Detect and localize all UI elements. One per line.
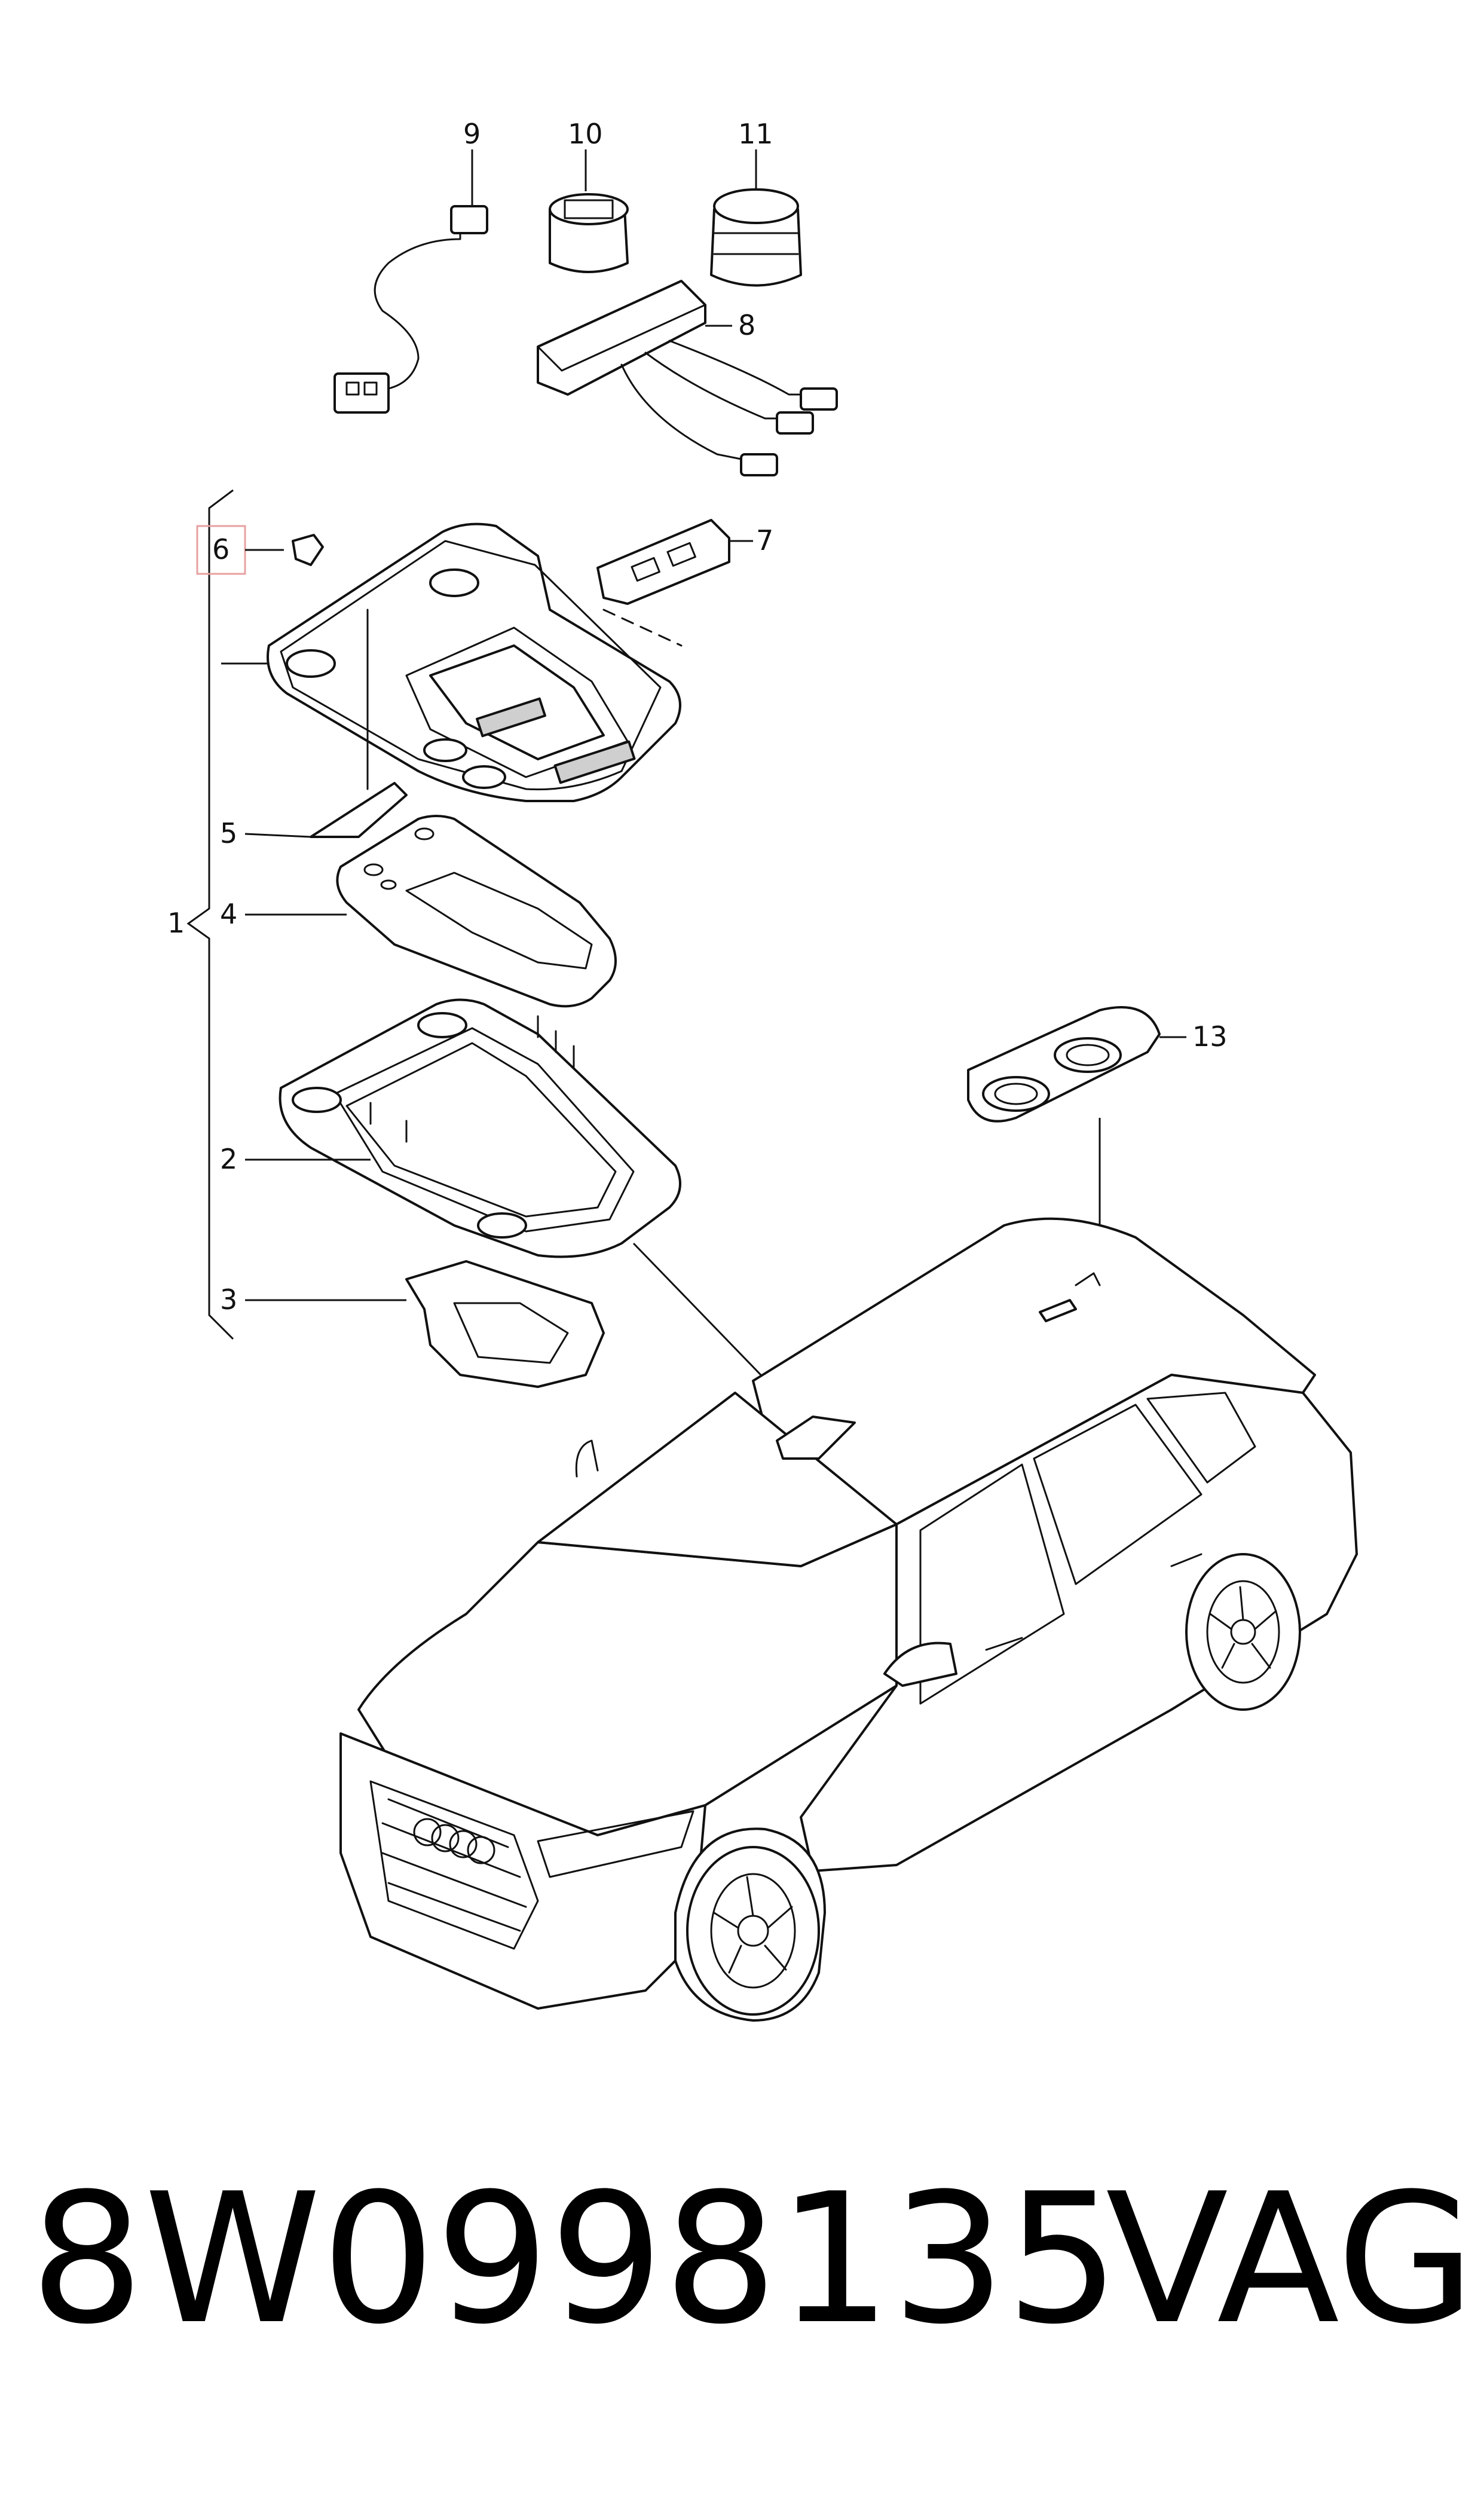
callout-4: 4 [220,898,237,930]
callout-5: 5 [220,817,237,849]
callout-3: 3 [220,1283,237,1316]
callout-2: 2 [220,1143,237,1175]
callout-11: 11 [738,118,773,150]
part-5-strip [244,782,408,838]
part-8-control-module [537,280,838,476]
callout-labels: 9 10 11 8 7 6 5 4 1 13 2 3 [167,118,1228,1316]
part-2-frame [245,998,681,1258]
part-10-connector [549,149,629,273]
callout-6: 6 [212,533,230,565]
roof-console-assembly [221,522,681,802]
part-13-light-unit [967,1006,1186,1297]
vehicle-outline [339,1217,1358,2022]
callout-7: 7 [756,524,773,557]
part-6-clip [245,534,324,566]
part-7-switch-module [596,519,753,647]
callout-13: 13 [1192,1020,1228,1053]
part-3-insert [245,1260,605,1388]
brand-name: VAG [1106,2155,1476,2364]
part-4-trim-panel [245,815,617,1008]
callout-8: 8 [738,309,755,341]
callout-10: 10 [568,118,603,150]
roof-console-location-marker [776,1416,856,1460]
footer-caption: 8W0998135 VAG [30,2152,1475,2367]
callout-9: 9 [463,118,481,150]
part-11-sensor [710,149,802,287]
part-number: 8W0998135 [30,2155,1120,2364]
light-unit-location-marker [1039,1299,1077,1322]
part-9-wiring-harness [333,149,488,414]
callout-1: 1 [167,907,185,939]
